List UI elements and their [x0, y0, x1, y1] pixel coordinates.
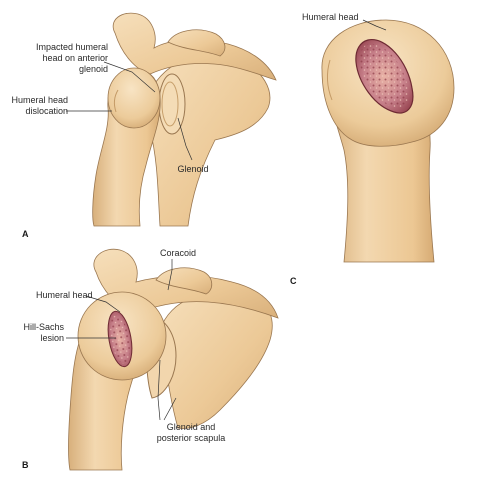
panel-letter-a: A	[22, 229, 29, 239]
label-humeral-head-c: Humeral head	[302, 12, 359, 22]
panel-a-illustration	[92, 12, 277, 227]
panel-b-coracoid	[155, 267, 213, 295]
leader-lines	[66, 19, 387, 421]
panel-letter-c: C	[290, 276, 297, 286]
panel-b-illustration	[68, 248, 279, 471]
panel-letter-b: B	[22, 460, 29, 470]
label-humeral-head-dislocation: Humeral head dislocation	[11, 95, 68, 116]
label-glenoid-posterior-scapula: Glenoid and posterior scapula	[156, 422, 226, 443]
label-glenoid: Glenoid	[177, 164, 209, 174]
label-impacted-humeral-head: Impacted humeral head on anterior glenoi…	[35, 42, 108, 74]
panel-a-humeral-head	[107, 67, 161, 129]
label-coracoid: Coracoid	[160, 248, 197, 258]
panel-b-scapula-body	[159, 292, 273, 429]
label-hill-sachs-lesion: Hill-Sachs lesion	[23, 322, 64, 343]
panel-c-illustration	[321, 19, 455, 263]
label-humeral-head-b: Humeral head	[36, 290, 93, 300]
panel-a-coracoid	[167, 29, 226, 57]
